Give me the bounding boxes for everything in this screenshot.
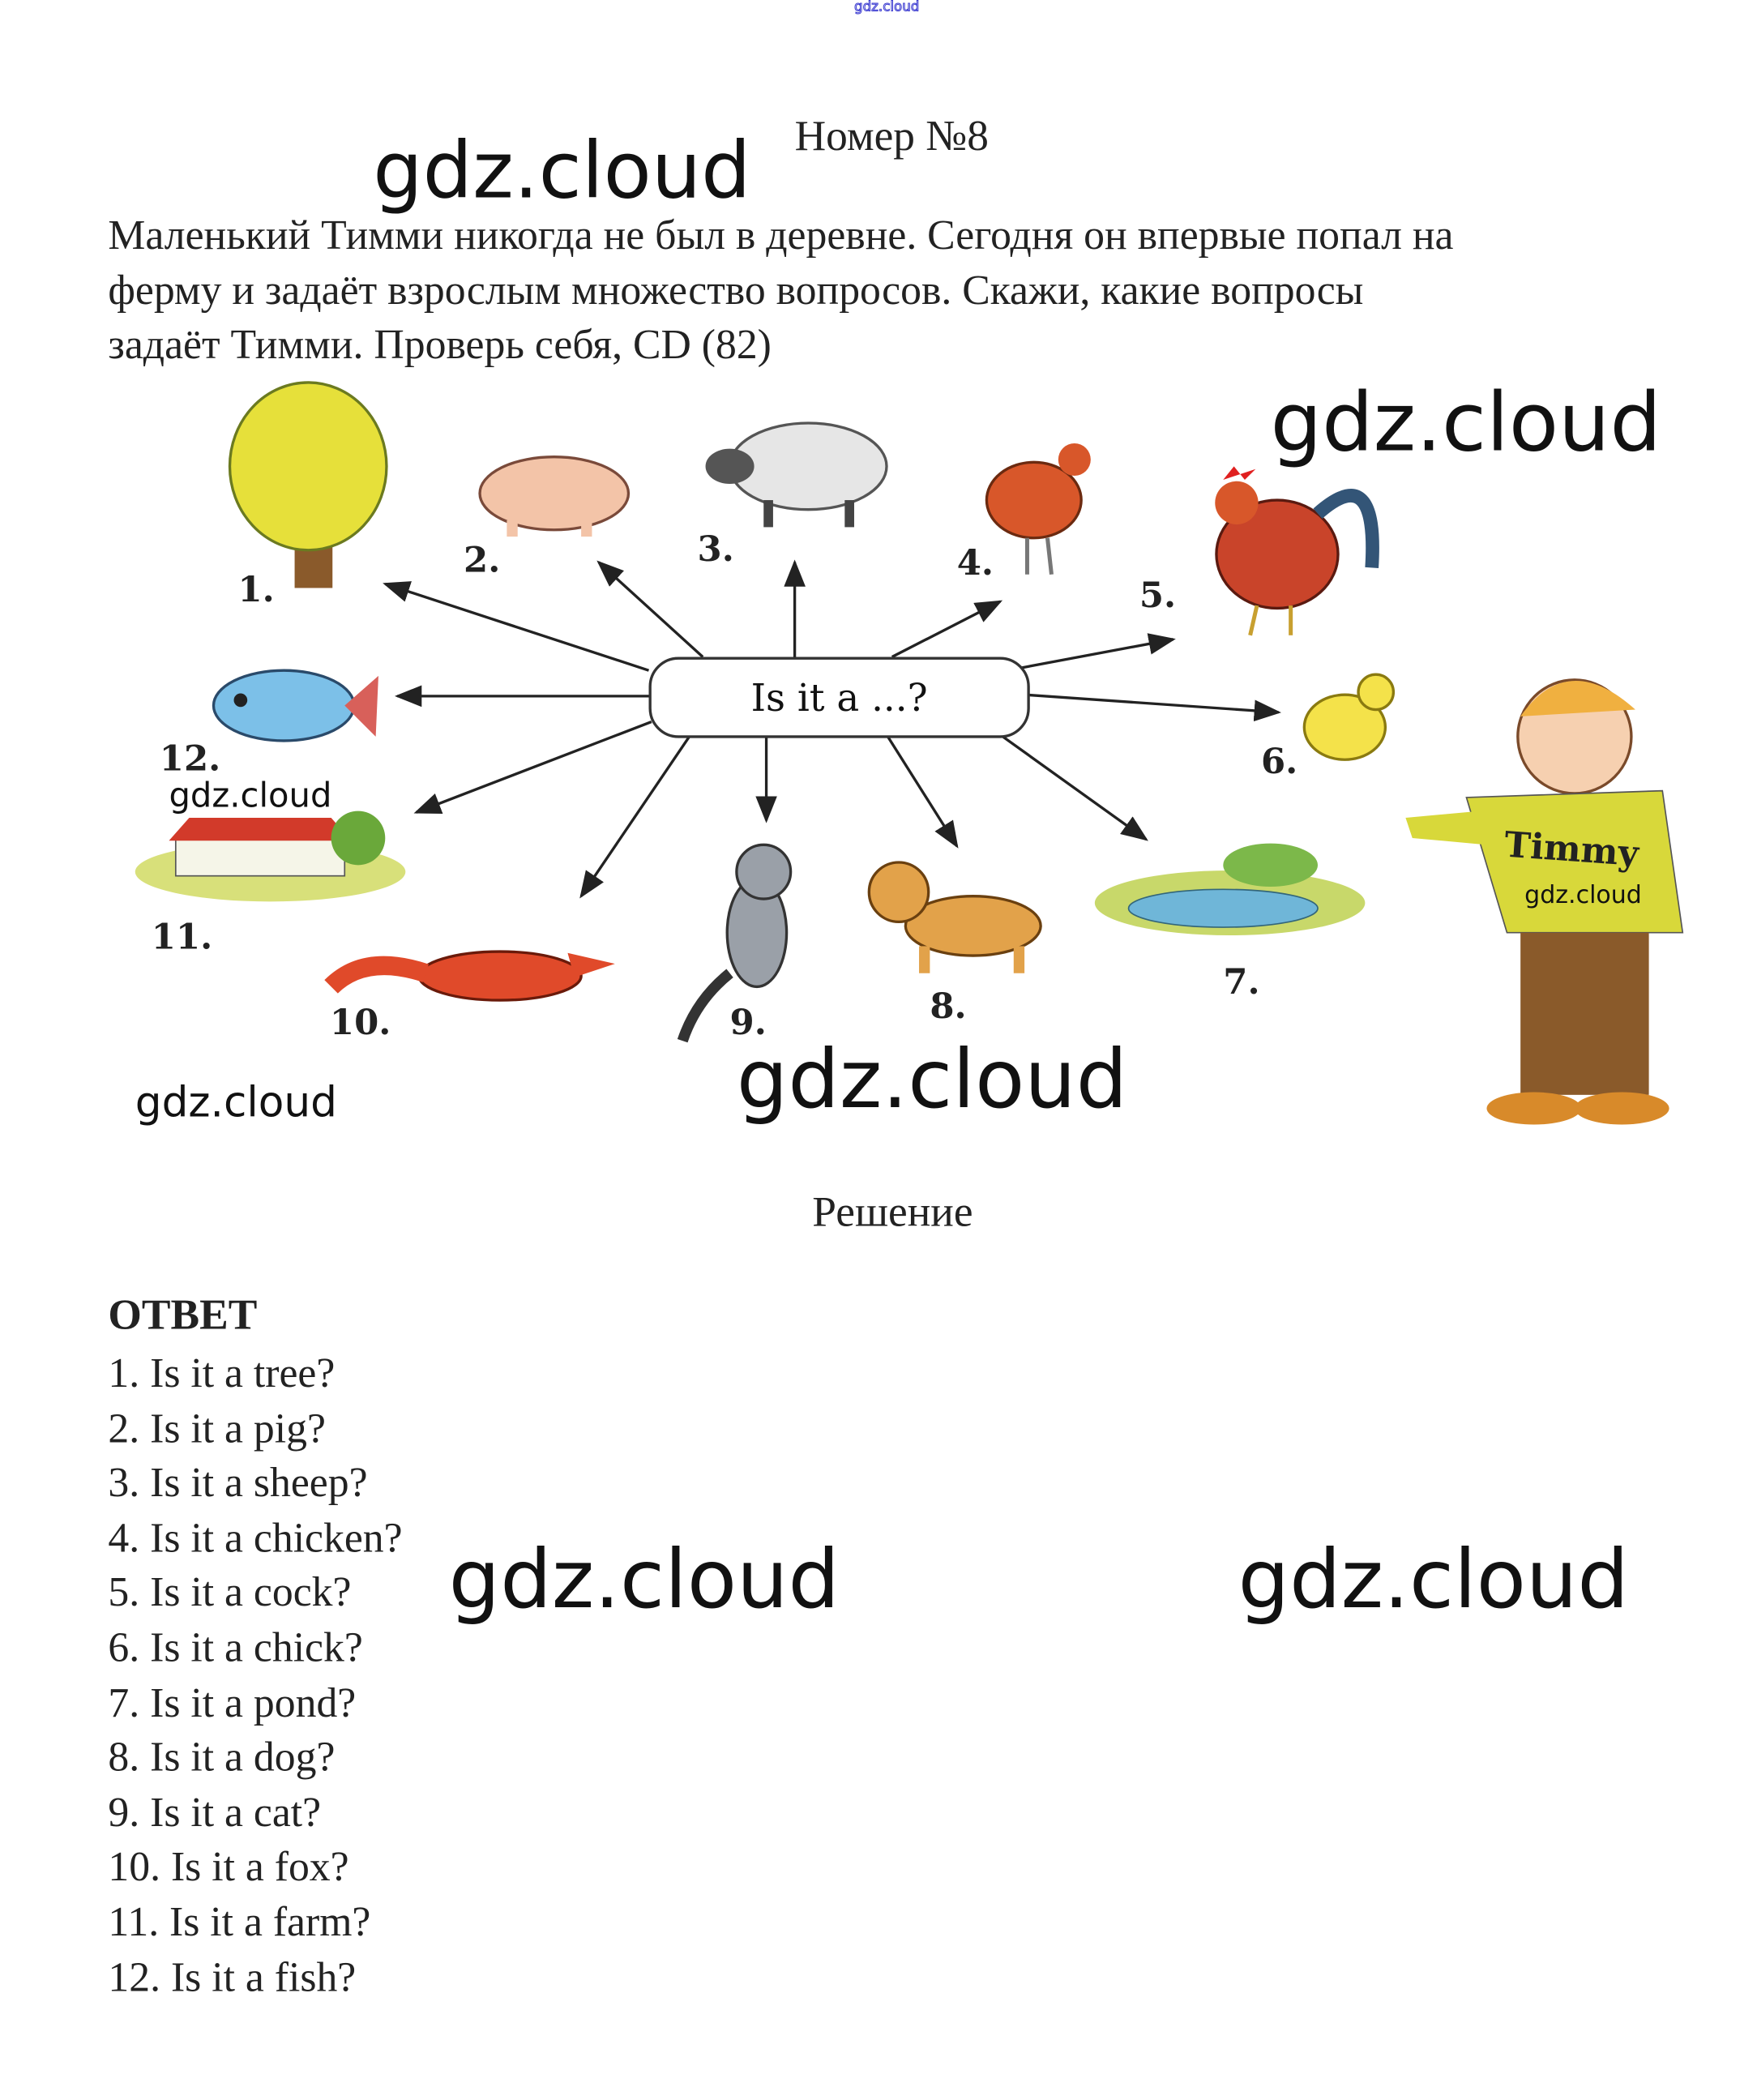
answer-item: 12. Is it a fish? xyxy=(108,1952,357,2000)
chicken-image xyxy=(985,443,1091,575)
label-10: 10. xyxy=(329,1003,391,1044)
question-bubble: Is it a ...? xyxy=(648,657,1030,738)
answer-item: 7. Is it a pond? xyxy=(108,1678,357,1726)
watermark: gdz.cloud xyxy=(135,1078,337,1127)
task-line: ферму и задаёт взрослым множество вопрос… xyxy=(108,265,1364,314)
label-11: 11. xyxy=(151,917,213,959)
answer-item: 8. Is it a dog? xyxy=(108,1733,336,1781)
fox-image xyxy=(324,950,615,1002)
watermark: gdz.cloud xyxy=(373,124,751,216)
farm-illustration xyxy=(135,381,1684,1125)
answer-item: 2. Is it a pig? xyxy=(108,1404,326,1452)
watermark: gdz.cloud xyxy=(736,1033,1128,1127)
watermark: gdz.cloud xyxy=(1270,375,1661,471)
farm-image xyxy=(135,810,406,902)
top-watermark: gdz.cloud xyxy=(853,0,920,15)
page-title: Номер №8 xyxy=(794,110,989,160)
cat-image xyxy=(677,843,793,1043)
label-4: 4. xyxy=(956,543,994,584)
task-text: Маленький Тимми никогда не был в деревне… xyxy=(108,208,1453,373)
answer-item: 1. Is it a tree? xyxy=(108,1349,336,1396)
chick-image xyxy=(1302,673,1396,761)
timmy-image xyxy=(1405,678,1684,1125)
watermark: gdz.cloud xyxy=(448,1533,840,1627)
cock-image xyxy=(1215,466,1379,636)
label-9: 9. xyxy=(729,1003,767,1044)
pond-image xyxy=(1094,843,1366,936)
bubble-text: Is it a ...? xyxy=(750,675,928,721)
answer-list: 1. Is it a tree? 2. Is it a pig? 3. Is i… xyxy=(108,1346,402,2004)
arrows xyxy=(383,559,1281,899)
answer-item: 3. Is it a sheep? xyxy=(108,1458,368,1507)
task-line: задаёт Тимми. Проверь себя, CD (82) xyxy=(108,320,772,368)
answer-item: 11. Is it a farm? xyxy=(108,1897,371,1945)
label-8: 8. xyxy=(930,986,967,1028)
answer-item: 9. Is it a cat? xyxy=(108,1787,322,1836)
dog-image xyxy=(867,861,1042,973)
answer-item: 5. Is it a cock? xyxy=(108,1568,352,1616)
tree-image xyxy=(228,381,388,588)
label-5: 5. xyxy=(1139,575,1177,617)
answer-label: ОТВЕТ xyxy=(108,1289,258,1339)
label-1: 1. xyxy=(237,570,275,611)
label-2: 2. xyxy=(464,541,501,582)
label-7: 7. xyxy=(1223,962,1260,1003)
watermark: gdz.cloud xyxy=(1524,881,1642,910)
sheep-image xyxy=(705,421,888,528)
answer-item: 10. Is it a fox? xyxy=(108,1842,349,1891)
watermark: gdz.cloud xyxy=(1238,1533,1629,1627)
answer-item: 6. Is it a chick? xyxy=(108,1623,363,1671)
label-12: 12. xyxy=(159,739,221,781)
fish-image xyxy=(212,669,378,742)
label-3: 3. xyxy=(697,529,734,571)
label-6: 6. xyxy=(1260,742,1298,783)
pig-image xyxy=(478,455,631,537)
task-line: Маленький Тимми никогда не был в деревне… xyxy=(108,211,1454,259)
solution-heading: Решение xyxy=(812,1187,973,1236)
watermark: gdz.cloud xyxy=(169,776,332,815)
answer-item: 4. Is it a chicken? xyxy=(108,1513,403,1561)
